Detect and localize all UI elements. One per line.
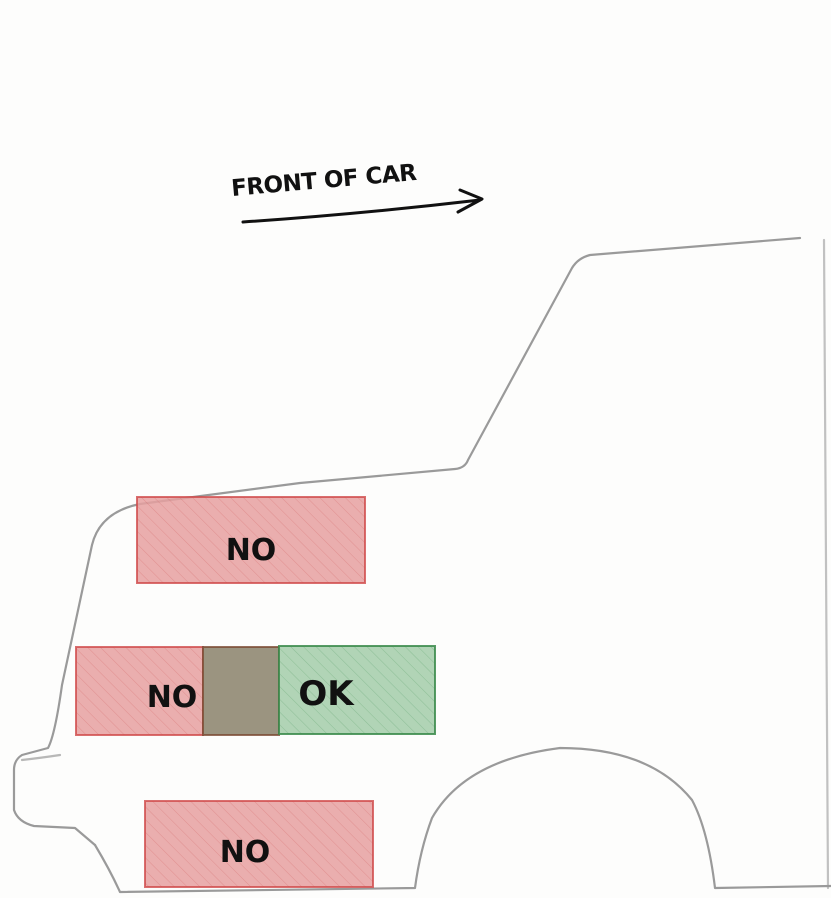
zone-middle-right-label: OK — [298, 674, 355, 714]
zone-middle-left-label: NO — [147, 680, 198, 715]
car-roof-windshield-line — [12, 236, 802, 847]
car-rear-edge-line — [822, 238, 830, 890]
zone-lower-label: NO — [220, 835, 271, 870]
front-of-car-annotation: FRONT OF CAR — [230, 160, 484, 224]
car-outline — [12, 236, 831, 894]
zone-upper-label: NO — [226, 533, 277, 568]
zone-lower-no: NO — [144, 800, 374, 888]
front-of-car-label: FRONT OF CAR — [230, 160, 418, 202]
zone-middle-left-no: NO — [75, 646, 204, 736]
front-arrow-icon — [241, 188, 484, 224]
zone-middle-right-ok: OK — [278, 645, 436, 735]
car-body-lower-line — [93, 746, 831, 894]
car-bumper-detail — [20, 753, 62, 762]
zone-middle-overlap — [202, 646, 280, 736]
zone-middle: NO OK — [75, 645, 436, 736]
zone-upper-no: NO — [136, 496, 366, 584]
